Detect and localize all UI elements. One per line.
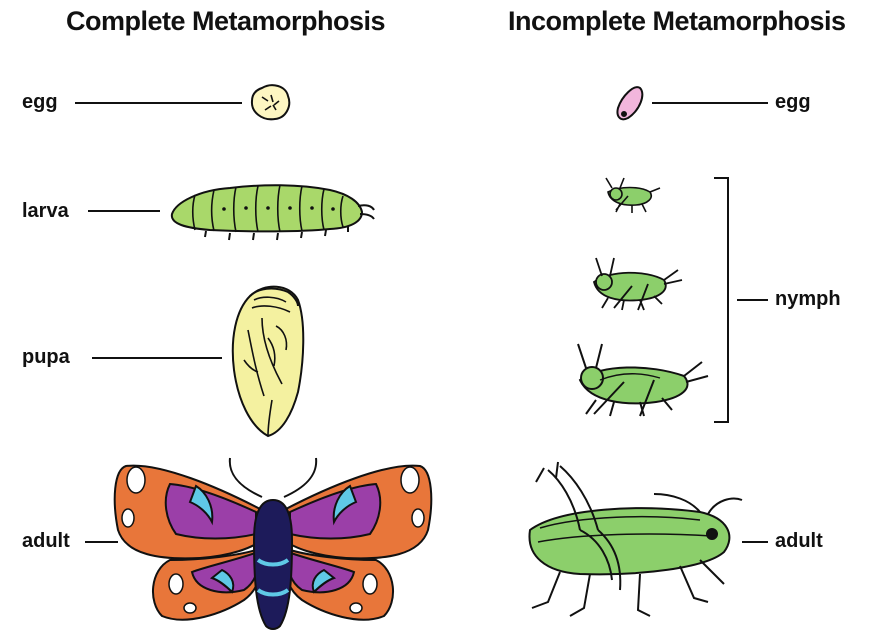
nymph-small-illustration: [606, 178, 660, 213]
pupa-illustration: [233, 287, 303, 436]
adult-grasshopper-illustration: [529, 462, 742, 616]
nymph-medium-illustration: [594, 258, 682, 310]
egg-right-illustration: [617, 87, 642, 119]
larva-illustration: [172, 185, 374, 240]
egg-left-illustration: [252, 85, 289, 119]
nymph-large-illustration: [578, 344, 708, 416]
nymph-bracket: [714, 178, 728, 422]
moth-illustration: [115, 458, 432, 629]
